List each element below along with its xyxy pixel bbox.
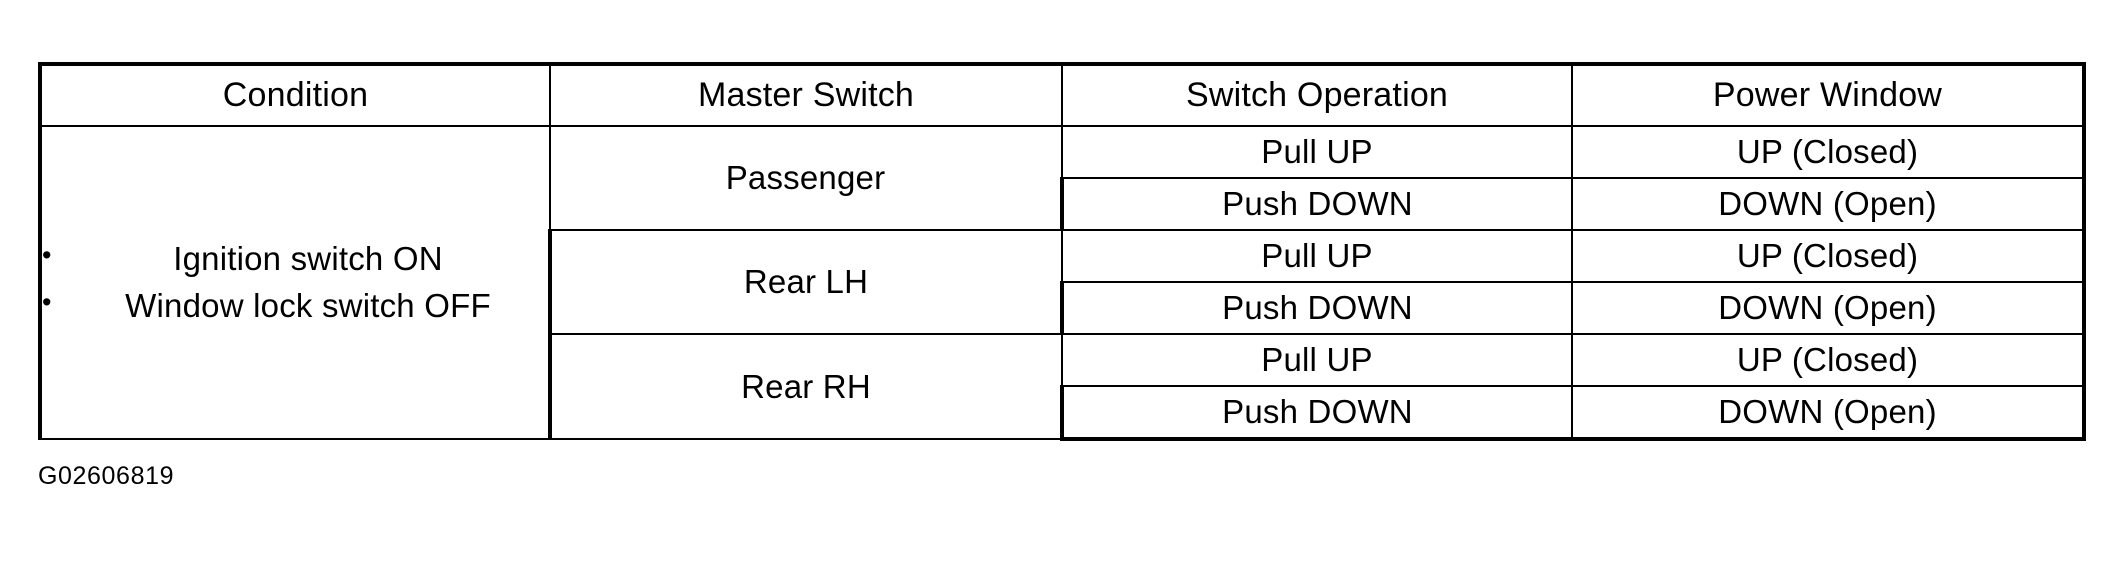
power-window-cell: UP (Closed) — [1571, 229, 2086, 283]
switch-operation-cell: Pull UP — [1061, 333, 1573, 387]
master-switch-cell-rear-rh: Rear RH — [548, 333, 1063, 440]
power-window-operation-table: Condition Master Switch Switch Operation… — [38, 62, 2086, 441]
condition-cell: Ignition switch ON Window lock switch OF… — [38, 125, 551, 440]
condition-bullet-item: Ignition switch ON — [42, 235, 548, 283]
column-header-switch-operation: Switch Operation — [1061, 62, 1573, 127]
table-row: Rear RH Pull UP UP (Closed) — [40, 333, 2086, 440]
master-switch-cell-rear-lh: Rear LH — [548, 229, 1063, 335]
table-row: Push DOWN DOWN (Open) — [40, 385, 2086, 441]
power-window-cell: DOWN (Open) — [1571, 281, 2086, 335]
power-window-cell: UP (Closed) — [1571, 333, 2086, 387]
switch-operation-cell: Push DOWN — [1060, 281, 1573, 335]
switch-operation-cell: Push DOWN — [1060, 177, 1573, 231]
switch-operation-cell: Pull UP — [1061, 125, 1573, 179]
table-header-row: Condition Master Switch Switch Operation… — [38, 62, 2086, 127]
switch-operation-cell: Push DOWN — [1060, 385, 1573, 441]
power-window-cell: DOWN (Open) — [1571, 385, 2086, 441]
column-header-condition: Condition — [38, 62, 551, 127]
table-row: Ignition switch ON Window lock switch OF… — [38, 125, 2086, 440]
table-row: Push DOWN DOWN (Open) — [40, 281, 2086, 335]
figure-caption: G02606819 — [38, 462, 175, 490]
switch-operation-cell: Pull UP — [1061, 229, 1573, 283]
power-window-cell: UP (Closed) — [1571, 125, 2086, 179]
master-switch-cell-passenger: Passenger — [549, 125, 1063, 231]
column-header-master-switch: Master Switch — [549, 62, 1063, 127]
table-row: Push DOWN DOWN (Open) — [40, 177, 2086, 231]
table-row: Rear LH Pull UP UP (Closed) — [40, 229, 2086, 335]
power-window-cell: DOWN (Open) — [1571, 177, 2086, 231]
column-header-power-window: Power Window — [1571, 62, 2086, 127]
condition-bullet-item: Window lock switch OFF — [42, 282, 548, 330]
condition-bullet-list: Ignition switch ON Window lock switch OF… — [42, 235, 548, 330]
